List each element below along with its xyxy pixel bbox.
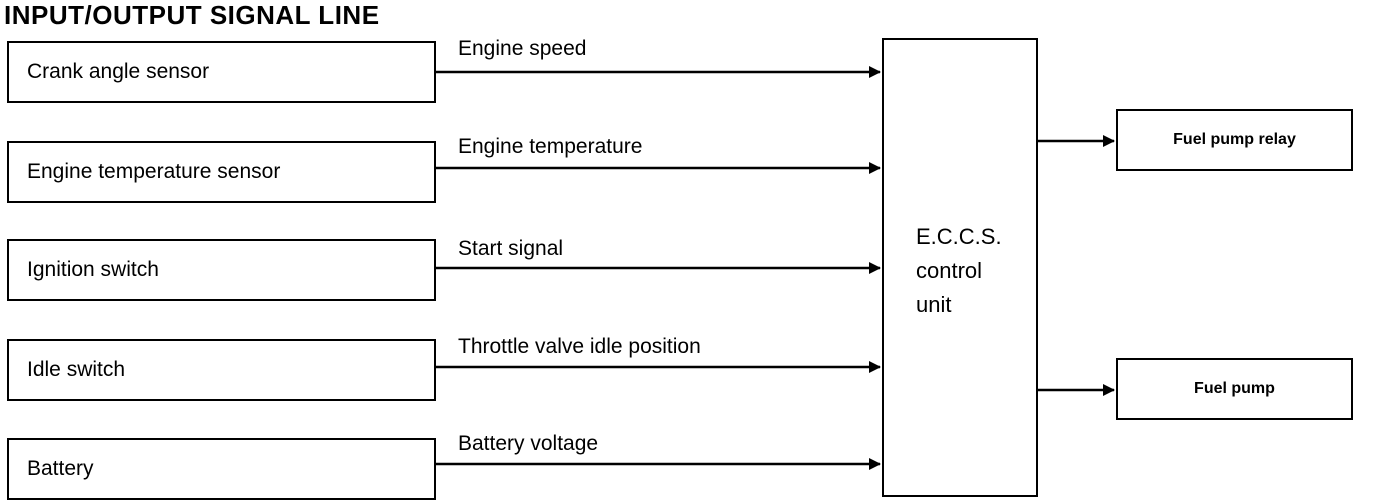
input-label: Engine temperature sensor: [27, 160, 281, 183]
input-box-idle-switch: Idle switch: [7, 339, 436, 401]
input-box-battery: Battery: [7, 438, 436, 500]
input-box-engine-temperature-sensor: Engine temperature sensor: [7, 141, 436, 203]
control-unit-label-line: E.C.C.S.: [916, 224, 1002, 249]
output-box-fuel-pump: Fuel pump: [1116, 358, 1353, 420]
diagram-title: INPUT/OUTPUT SIGNAL LINE: [4, 0, 380, 30]
signal-label-engine-temperature: Engine temperature: [458, 135, 643, 158]
output-box-fuel-pump-relay: Fuel pump relay: [1116, 109, 1353, 171]
input-box-ignition-switch: Ignition switch: [7, 239, 436, 301]
control-unit-label-line: unit: [916, 292, 952, 317]
output-label: Fuel pump relay: [1173, 131, 1296, 148]
signal-label-throttle-valve-idle-position: Throttle valve idle position: [458, 335, 701, 358]
input-label: Battery: [27, 457, 94, 480]
signal-label-engine-speed: Engine speed: [458, 37, 587, 60]
eccs-control-unit-box: E.C.C.S. control unit: [882, 38, 1038, 497]
signal-label-start-signal: Start signal: [458, 237, 564, 260]
control-unit-label: E.C.C.S. control unit: [916, 220, 1026, 322]
control-unit-label-line: control: [916, 258, 983, 283]
input-label: Crank angle sensor: [27, 60, 210, 83]
input-label: Idle switch: [27, 358, 126, 381]
input-box-crank-angle-sensor: Crank angle sensor: [7, 41, 436, 103]
signal-label-battery-voltage: Battery voltage: [458, 432, 599, 455]
output-label: Fuel pump: [1194, 380, 1275, 397]
input-label: Ignition switch: [27, 258, 159, 281]
